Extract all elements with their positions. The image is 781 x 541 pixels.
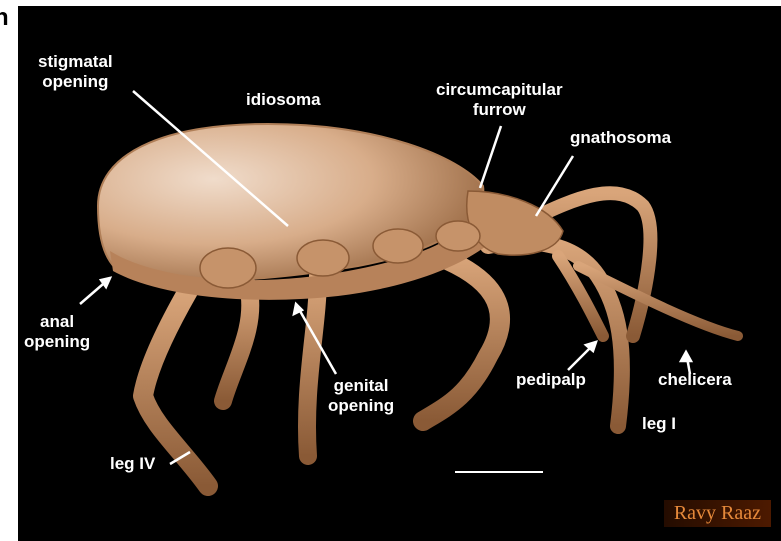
label-leg-i: leg I [642,414,676,434]
micrograph-panel: stigmatal opening idiosoma circumcapitul… [18,6,781,541]
pointer-circumcapitular-furrow [480,126,501,188]
label-pedipalp: pedipalp [516,370,586,390]
label-genital-opening: genital opening [328,376,394,416]
label-circumcapitular-furrow: circumcapitular furrow [436,80,563,120]
watermark: Ravy Raaz [664,500,771,527]
arrowhead-chelicera [681,352,691,361]
leg-iii-shape [223,286,250,401]
label-stigmatal-opening: stigmatal opening [38,52,113,92]
label-idiosoma: idiosoma [246,90,321,110]
label-chelicera: chelicera [658,370,732,390]
label-leg-iv: leg IV [110,454,155,474]
leg-iii-right-shape [423,256,500,421]
label-anal-opening: anal opening [24,312,90,352]
panel-letter: n [0,4,9,32]
label-gnathosoma: gnathosoma [570,128,671,148]
leg-ii-hind-shape [307,276,318,456]
